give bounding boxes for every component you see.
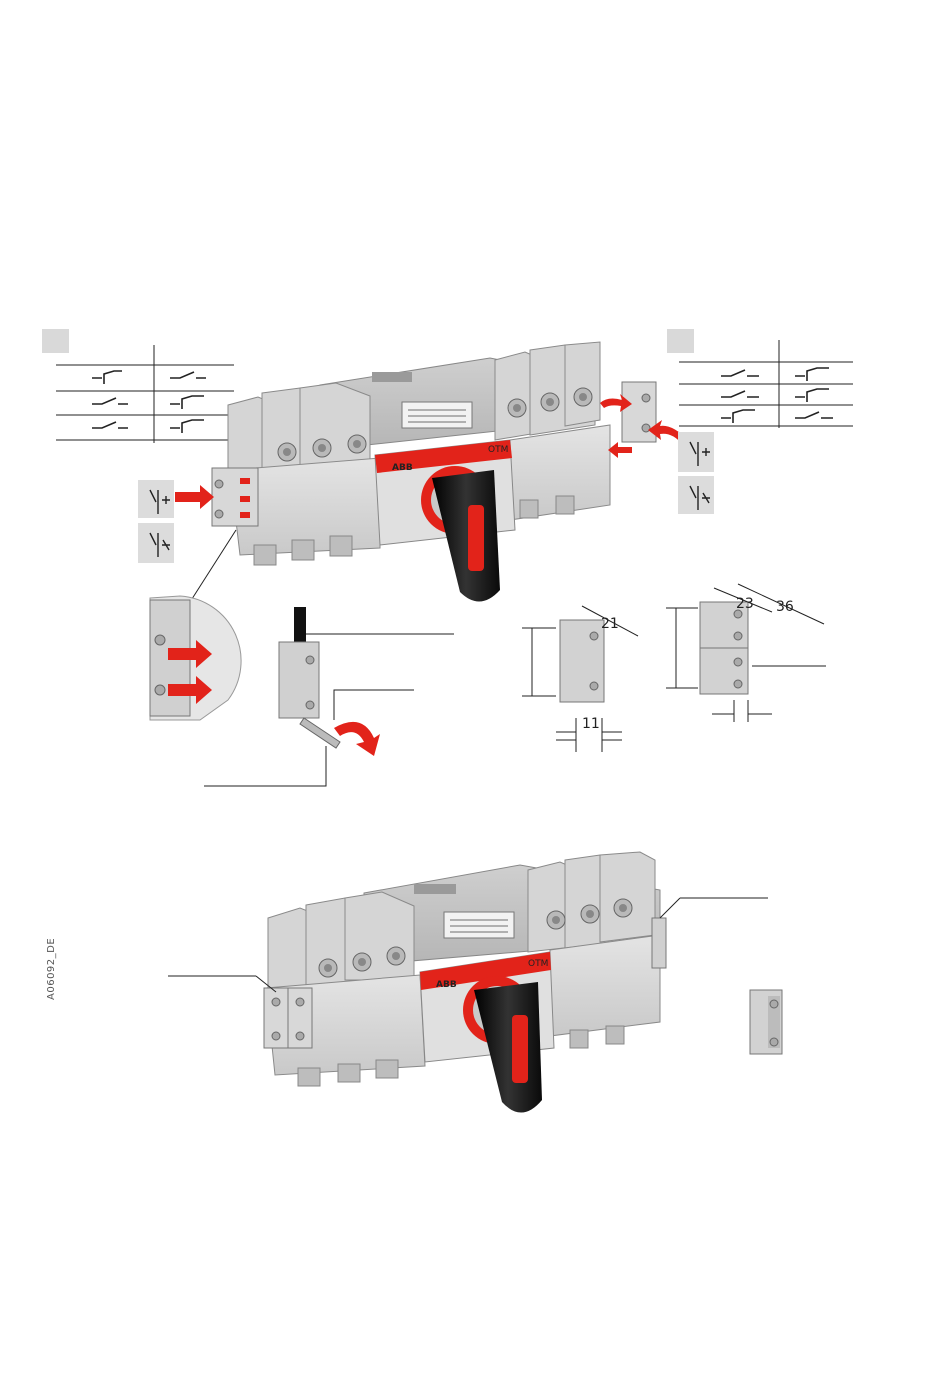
dimension-36: 36	[776, 599, 794, 615]
contact-table-right	[679, 340, 853, 428]
rotate-arrow-icon	[334, 722, 380, 756]
symbol-card-left-1	[138, 480, 174, 518]
brand-logo-bottom: ABB	[436, 980, 457, 990]
insert-arrow-icon	[175, 485, 214, 509]
symbol-card-right-1	[678, 432, 714, 472]
contact-table-left	[56, 345, 234, 443]
switch-top: ABB OTM	[228, 342, 610, 602]
symbol-card-left-2	[138, 523, 174, 563]
aux-contact-right-top	[622, 382, 656, 442]
step-marker-right	[667, 329, 694, 353]
dimension-drawing-double: 23 36	[666, 584, 826, 722]
document-code: A06092_DE	[46, 938, 57, 1000]
removal-detail	[204, 607, 454, 786]
dimension-21: 21	[601, 616, 619, 632]
aux-contact-left-top	[212, 468, 258, 526]
switch-bottom: ABB OTM	[168, 852, 768, 1113]
aux-contact-loose	[750, 990, 782, 1054]
step-marker-left	[42, 329, 69, 353]
dimension-drawing-single: 21 11	[522, 606, 638, 752]
dimension-23: 23	[736, 596, 754, 612]
brand-logo: ABB	[392, 463, 413, 473]
contact-symbol-icon	[92, 371, 206, 433]
symbol-card-right-2	[678, 476, 714, 514]
contact-symbol-icon	[721, 368, 833, 423]
dimension-11: 11	[582, 716, 600, 732]
model-label-bottom: OTM	[528, 959, 548, 969]
model-label: OTM	[488, 445, 508, 455]
